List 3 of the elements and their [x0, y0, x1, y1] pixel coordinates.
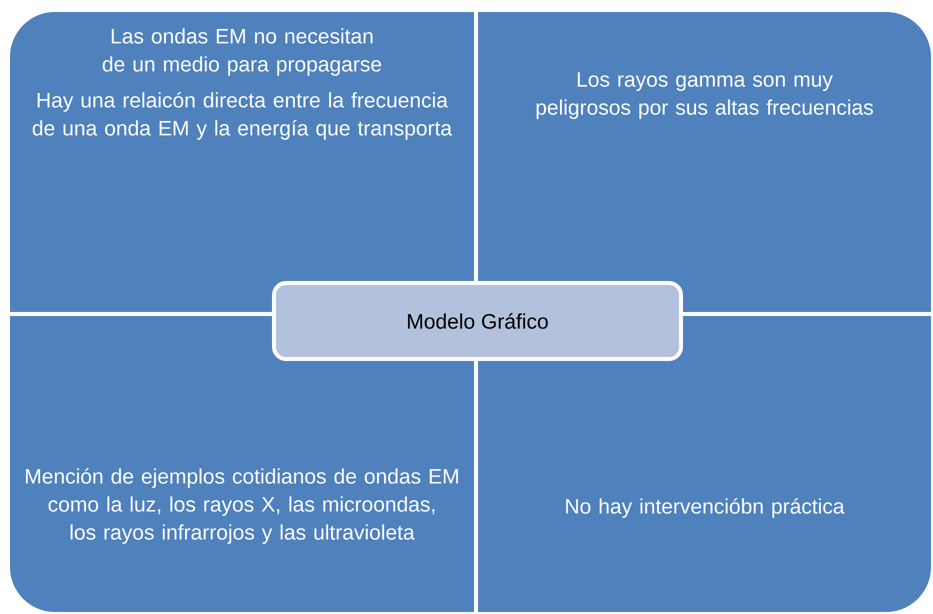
title-box: Modelo Gráfico: [272, 281, 683, 361]
text-panel: Los rayos gamma son muy peligrosos por sus altas frecuencias: [478, 12, 932, 312]
text-panel: Las ondas EM no necesitan de un medio para propagarse Hay una relaicón directa entre la frecuencia de una onda EM y la energía que transporta: [10, 12, 474, 312]
